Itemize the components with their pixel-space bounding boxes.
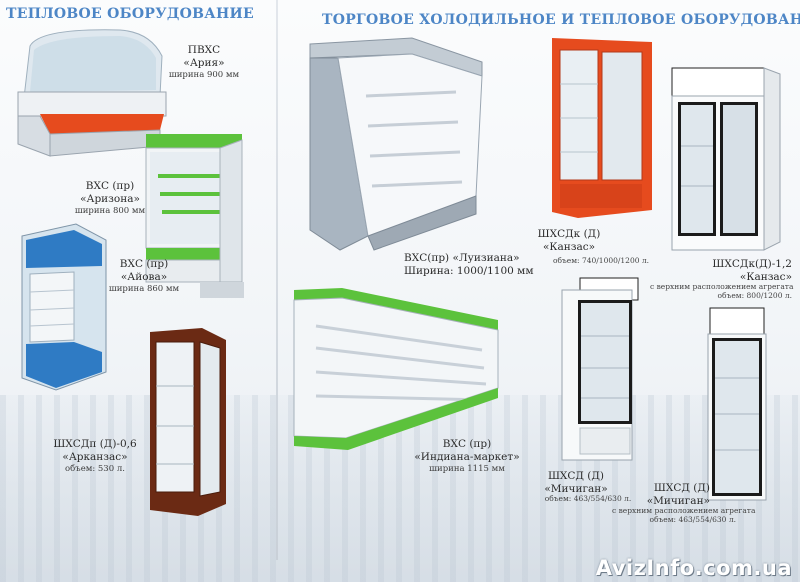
ayova-showcase-image	[21, 223, 107, 391]
kanzas2-name: «Канзас»	[739, 270, 792, 283]
michigan2-spec: объем: 463/554/630 л.	[649, 515, 736, 524]
ayova-name: «Айова»	[120, 270, 168, 283]
aria-spec: ширина 900 мм	[168, 70, 240, 80]
michigan1-name: «Мичиган»	[544, 482, 608, 495]
kanzas-white-cabinet-image	[671, 67, 781, 251]
aria-showcase-image	[17, 29, 167, 157]
aria-name: «Ария»	[183, 56, 225, 69]
indiana-model: ВХС (пр)	[442, 438, 492, 450]
arizona-label: ВХС (пр) «Аризона» ширина 800 мм	[70, 180, 150, 218]
heading-left: ТЕПЛОВОЕ ОБОРУДОВАНИЕ	[6, 6, 255, 22]
indiana-showcase-image	[293, 288, 499, 450]
michigan2-name: «Мичиган»	[646, 494, 710, 507]
michigan-fridge-image	[561, 277, 639, 461]
arizona-showcase-image	[145, 134, 244, 298]
kanzas2-label: ШХСДк(Д)-1,2 «Канзас»	[680, 258, 792, 283]
arkanzas-spec: объем: 530 л.	[65, 464, 125, 474]
luiziana-showcase-image	[309, 37, 483, 251]
michigan-top-unit-fridge-image	[707, 307, 767, 501]
arizona-name: «Аризона»	[80, 192, 140, 205]
ayova-spec: ширина 860 мм	[108, 284, 180, 294]
ayova-model: ВХС (пр)	[119, 258, 169, 270]
luiziana-label: ВХС(пр) «Луизиана» Ширина: 1000/1100 мм	[404, 252, 534, 277]
kanzas2-model: ШХСДк(Д)-1,2	[712, 258, 792, 270]
luiziana-model: ВХС(пр) «Луизиана»	[404, 252, 520, 264]
michigan2-extra: с верхним расположением агрегата объем: …	[612, 506, 756, 524]
kanzas1-name: «Канзас»	[542, 240, 596, 253]
arizona-spec: ширина 800 мм	[74, 206, 146, 216]
arkanzas-label: ШХСДп (Д)-0,6 «Арканзас» объем: 530 л.	[50, 438, 140, 476]
kanzas2-extra: с верхним расположением агрегата объем: …	[650, 282, 794, 300]
kanzas1-label: ШХСДк (Д) «Канзас»	[534, 228, 604, 253]
michigan1-spec: объем: 463/554/630 л.	[544, 494, 632, 503]
michigan2-note: с верхним расположением агрегата	[612, 506, 756, 515]
ayova-label: ВХС (пр) «Айова» ширина 860 мм	[104, 258, 184, 296]
page-fold	[276, 0, 278, 560]
arkanzas-cabinet-image	[150, 328, 226, 516]
aria-model: ПВХС	[187, 44, 221, 56]
heading-right: ТОРГОВОЕ ХОЛОДИЛЬНОЕ И ТЕПЛОВОЕ ОБОРУДОВ…	[322, 12, 800, 28]
michigan1-label: ШХСД (Д) «Мичиган»	[542, 470, 610, 495]
arizona-model: ВХС (пр)	[85, 180, 135, 192]
kanzas1-spec: объем: 740/1000/1200 л.	[552, 256, 650, 265]
michigan2-label: ШХСД (Д) «Мичиган»	[640, 482, 710, 507]
michigan1-model: ШХСД (Д)	[547, 470, 605, 482]
arkanzas-model: ШХСДп (Д)-0,6	[53, 438, 137, 450]
aria-label: ПВХС «Ария» ширина 900 мм	[164, 44, 244, 82]
indiana-spec: ширина 1115 мм	[429, 464, 505, 474]
kanzas2-note: с верхним расположением агрегата	[650, 282, 794, 291]
indiana-label: ВХС (пр) «Индиана-маркет» ширина 1115 мм	[414, 438, 520, 476]
kanzas2-spec: объем: 800/1200 л.	[717, 291, 792, 300]
kanzas-red-cabinet-image	[552, 38, 652, 218]
michigan2-model: ШХСД (Д)	[653, 482, 710, 494]
luiziana-spec: Ширина: 1000/1100 мм	[404, 264, 534, 277]
indiana-name: «Индиана-маркет»	[414, 450, 520, 463]
watermark: AvizInfo.com.ua	[595, 556, 792, 580]
kanzas1-model: ШХСДк (Д)	[537, 228, 601, 240]
arkanzas-name: «Арканзас»	[62, 450, 128, 463]
